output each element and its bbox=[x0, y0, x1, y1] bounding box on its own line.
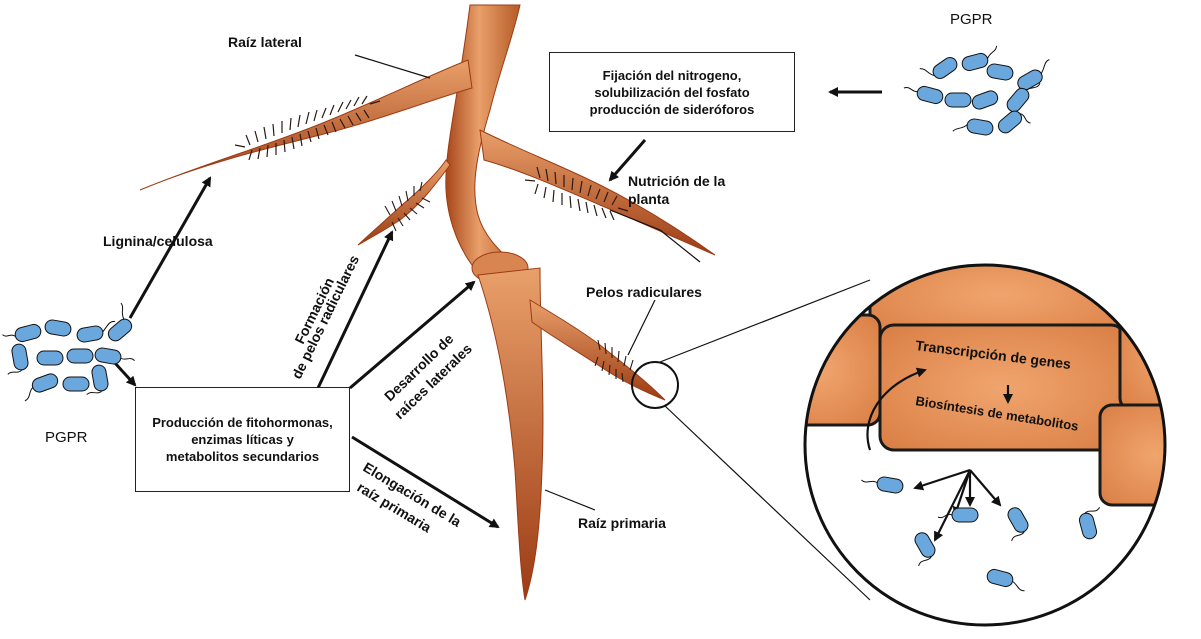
lateral-root-lower bbox=[530, 300, 665, 400]
label-lignin: Lignina/celulosa bbox=[103, 233, 213, 249]
label-lateral-root: Raíz lateral bbox=[228, 34, 302, 50]
box-left-line-3: metabolitos secundarios bbox=[166, 448, 319, 465]
zoom-detail bbox=[760, 250, 1201, 625]
box-left-line-1: Producción de fitohormonas, bbox=[152, 414, 333, 431]
label-nutrition-1: Nutrición de la bbox=[628, 173, 725, 189]
cell-right-bottom bbox=[1100, 405, 1201, 505]
lateral-root-right bbox=[480, 130, 715, 255]
label-pgpr-top: PGPR bbox=[950, 11, 993, 28]
lateral-root-small bbox=[358, 160, 450, 245]
box-left-line-2: enzimas líticas y bbox=[191, 431, 294, 448]
cell-right-top bbox=[1120, 300, 1201, 410]
bacteria-cluster-top bbox=[902, 46, 1057, 141]
label-root-hairs: Pelos radiculares bbox=[586, 284, 702, 300]
label-primary-root: Raíz primaria bbox=[578, 515, 666, 531]
box-phytohormone-production: Producción de fitohormonas, enzimas líti… bbox=[135, 387, 350, 492]
box-top-line-1: Fijación del nitrogeno, bbox=[603, 67, 742, 84]
bacteria-cluster-left bbox=[2, 303, 138, 401]
box-top-line-2: solubilización del fosfato bbox=[594, 84, 749, 101]
box-nutrient-functions: Fijación del nitrogeno, solubilización d… bbox=[549, 52, 795, 132]
label-nutrition-2: planta bbox=[628, 191, 669, 207]
label-pgpr-left: PGPR bbox=[45, 429, 88, 446]
lateral-root-left bbox=[140, 60, 472, 190]
box-top-line-3: producción de sideróforos bbox=[590, 101, 755, 118]
